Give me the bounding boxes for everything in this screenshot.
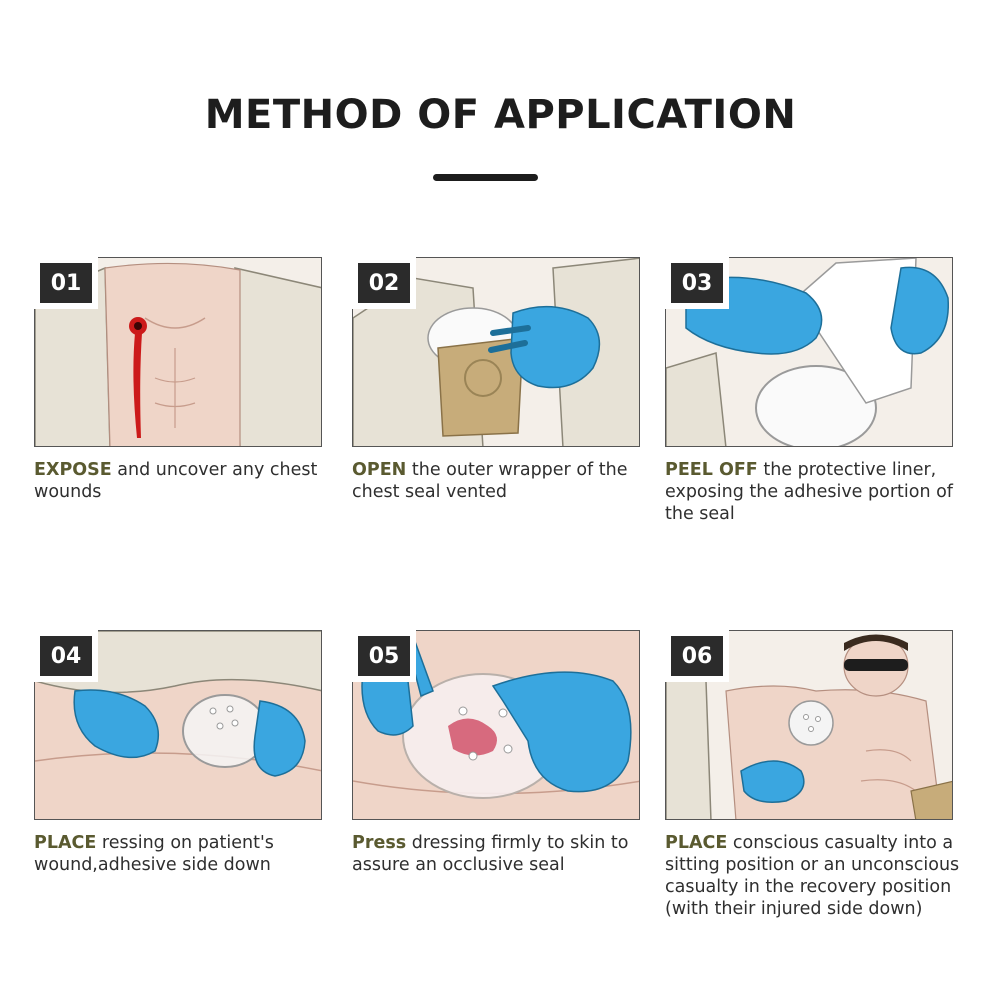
title-underline [433,174,538,181]
page-title: METHOD OF APPLICATION [204,92,797,138]
step-02-badge: 02 [352,257,416,309]
step-03-badge: 03 [665,257,729,309]
step-keyword: OPEN [352,460,407,480]
step-05-caption: Press dressing firmly to skin to assure … [352,832,652,876]
step-text: dressing firmly to skin to assure an occ… [352,833,629,875]
place-dressing-icon [35,631,321,819]
step-number: 04 [40,636,92,676]
step-number: 01 [40,263,92,303]
step-text: and uncover any chest wounds [34,460,318,502]
step-number: 02 [358,263,410,303]
step-keyword: PLACE [665,833,728,853]
step-05-badge: 05 [352,630,416,682]
step-text: the outer wrapper of the chest seal vent… [352,460,628,502]
step-06-caption: PLACE conscious casualty into a sitting … [665,832,965,920]
step-02-caption: OPEN the outer wrapper of the chest seal… [352,459,652,503]
step-text: conscious casualty into a sitting positi… [665,833,960,919]
step-03-illustration [665,257,953,447]
step-04-caption: PLACE ressing on patient's wound,adhesiv… [34,832,334,876]
step-number: 05 [358,636,410,676]
step-01-caption: EXPOSE and uncover any chest wounds [34,459,334,503]
step-02-illustration [352,257,640,447]
step-text: the protective liner, exposing the adhes… [665,460,953,524]
step-keyword: Press [352,833,407,853]
step-keyword: PEEL OFF [665,460,758,480]
step-03-caption: PEEL OFF the protective liner, exposing … [665,459,965,525]
step-06-badge: 06 [665,630,729,682]
step-05-illustration [352,630,640,820]
step-01-badge: 01 [34,257,98,309]
step-number: 06 [671,636,723,676]
step-number: 03 [671,263,723,303]
step-04-badge: 04 [34,630,98,682]
press-dressing-icon [353,631,639,819]
step-text: ressing on patient's wound,adhesive side… [34,833,274,875]
open-wrapper-icon [353,258,639,446]
step-keyword: PLACE [34,833,97,853]
peel-liner-icon [666,258,952,446]
step-04-illustration [34,630,322,820]
step-keyword: EXPOSE [34,460,112,480]
